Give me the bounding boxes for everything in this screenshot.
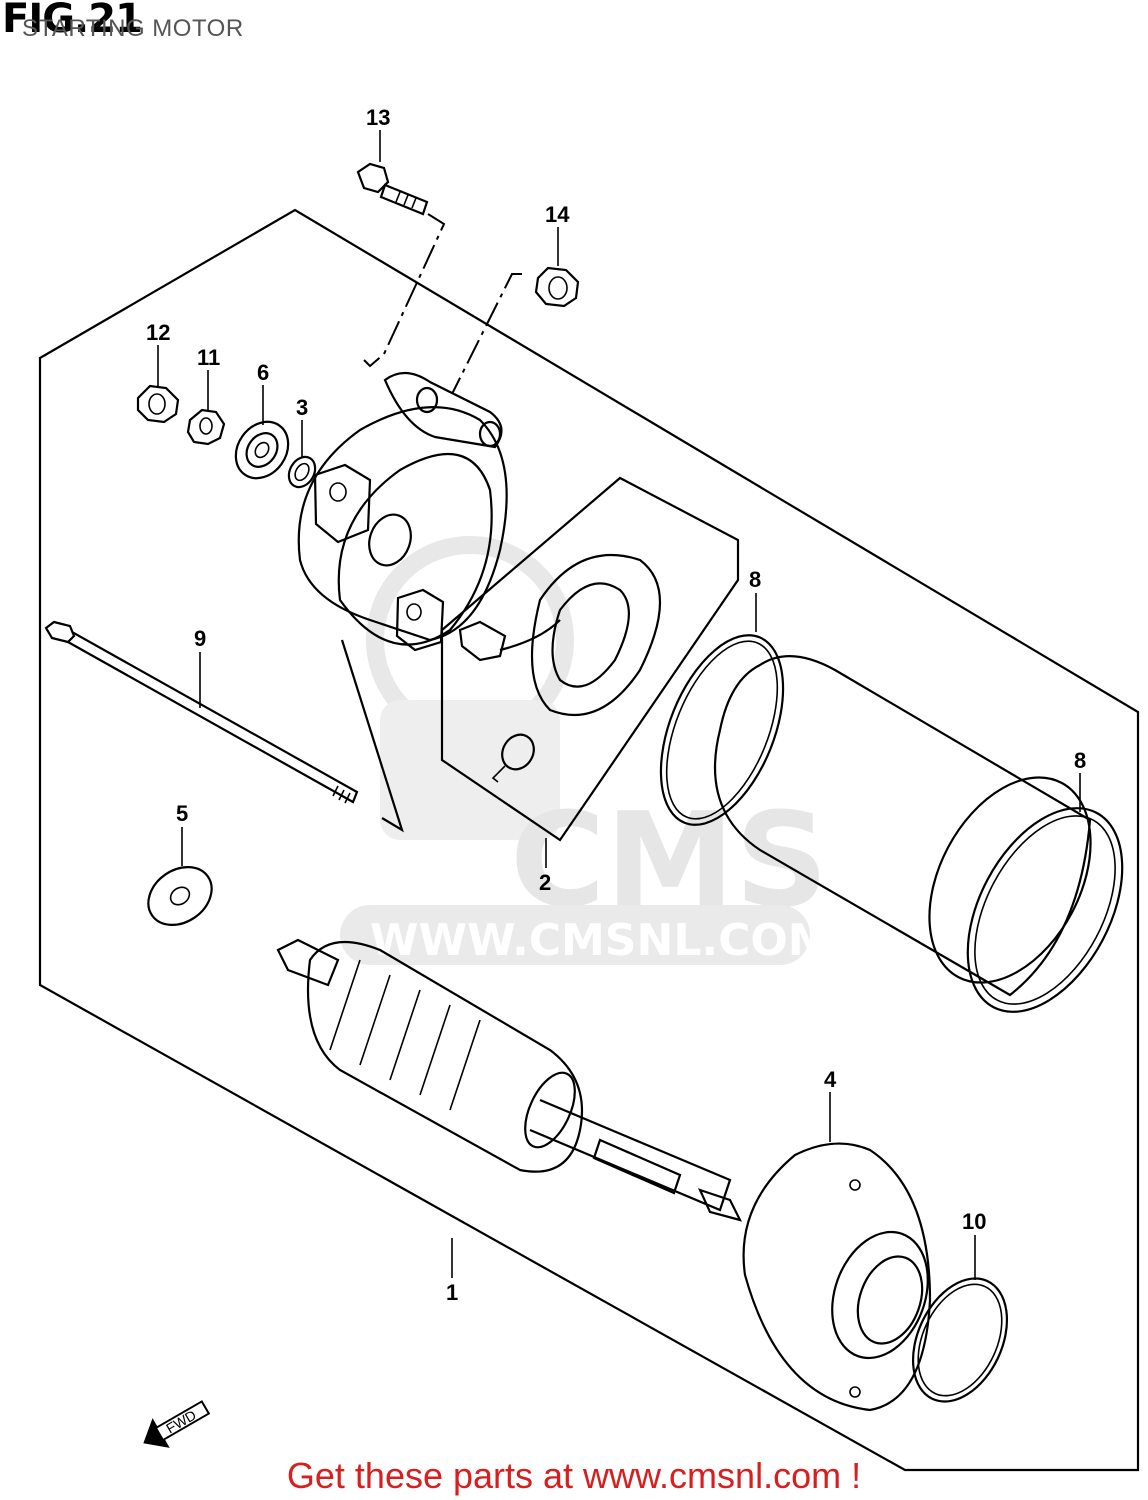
- part-12-nut: [136, 384, 180, 424]
- callout-3: 3: [296, 395, 308, 420]
- part-10-o-ring: [911, 1277, 1009, 1403]
- part-9-through-bolt: [44, 620, 359, 804]
- callout-8-rear: 8: [1074, 748, 1086, 773]
- end-cover-leader: [340, 639, 404, 833]
- part-5-washer: [147, 866, 213, 926]
- assembly-outline: [38, 208, 1140, 1472]
- figure-title: STARTING MOTOR: [22, 15, 244, 42]
- callout-14: 14: [545, 202, 570, 227]
- fwd-arrow-icon: FWD: [143, 1400, 211, 1448]
- callout-5: 5: [176, 801, 188, 826]
- callout-12: 12: [146, 320, 170, 345]
- part-2-brush-holder-group: [440, 476, 740, 842]
- callout-1: 1: [446, 1280, 458, 1305]
- callout-13: 13: [366, 105, 390, 130]
- cmsnl-watermark: CMS WWW.CMSNL.COM: [340, 536, 832, 966]
- watermark-url-text: WWW.CMSNL.COM: [370, 915, 832, 966]
- part-8-o-ring-front: [659, 634, 785, 826]
- end-cover-housing: [297, 371, 508, 652]
- part-14-nut: [534, 266, 580, 308]
- part-11-washer: [186, 408, 226, 446]
- callout-11: 11: [197, 345, 220, 370]
- callout-labels: 13 14 12 11 6 3 9 8 8 5 2 4 10 1: [146, 105, 1086, 1305]
- part-13-bolt: [356, 162, 429, 216]
- callout-10: 10: [962, 1209, 986, 1234]
- part-3-o-ring: [287, 455, 317, 489]
- figure-number: FIG.21: [2, 0, 143, 42]
- callout-6: 6: [257, 360, 269, 385]
- part-8-o-ring-rear: [966, 807, 1124, 1013]
- callout-9: 9: [194, 626, 206, 651]
- callout-4: 4: [824, 1067, 837, 1092]
- yoke-housing: [713, 655, 1092, 997]
- part-1-armature: [276, 938, 743, 1222]
- part-13-guide-line: [363, 213, 446, 368]
- callout-2: 2: [539, 870, 551, 895]
- callout-leaders: [157, 130, 1081, 1280]
- callout-8-front: 8: [749, 567, 761, 592]
- part-14-guide-line: [451, 273, 522, 395]
- part-4-front-cover: [742, 1142, 932, 1412]
- part-6-seal: [234, 420, 290, 480]
- footer-link-text[interactable]: Get these parts at www.cmsnl.com !: [286, 1455, 862, 1496]
